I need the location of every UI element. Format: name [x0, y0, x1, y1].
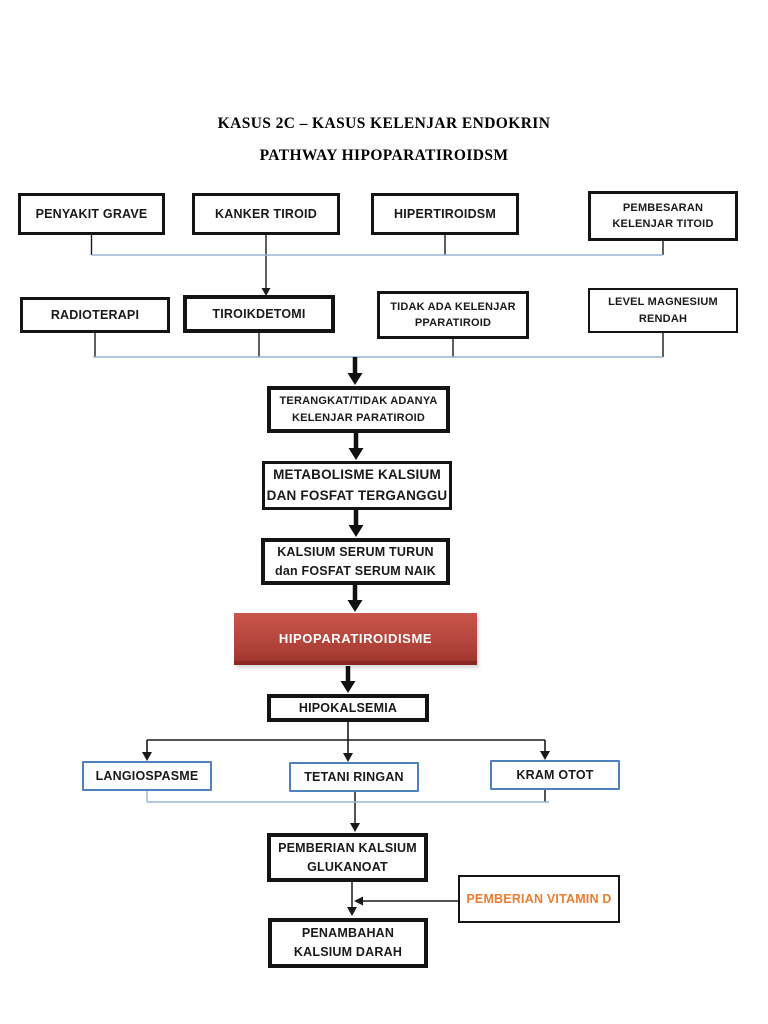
- node-label: TIDAK ADA KELENJAR: [390, 300, 516, 313]
- node-label: METABOLISME KALSIUM: [273, 467, 441, 483]
- node-level-magnesium-rendah: LEVEL MAGNESIUM RENDAH: [588, 288, 738, 333]
- node-label: HIPOKALSEMIA: [298, 700, 398, 715]
- node-tiroikdetomi: TIROIKDETOMI: [183, 295, 335, 333]
- node-kalsium-serum-turun: KALSIUM SERUM TURUN dan FOSFAT SERUM NAI…: [261, 538, 450, 585]
- node-label: LANGIOSPASME: [95, 768, 199, 783]
- node-label: HIPOPARATIROIDISME: [278, 631, 433, 647]
- node-pemberian-vitamin-d: PEMBERIAN VITAMIN D: [458, 875, 620, 923]
- node-terangkat-kelenjar-paratiroid: TERANGKAT/TIDAK ADANYA KELENJAR PARATIRO…: [267, 386, 450, 433]
- node-label: PENAMBAHAN: [301, 926, 395, 941]
- node-tidak-ada-kelenjar: TIDAK ADA KELENJAR PPARATIROID: [377, 291, 529, 339]
- node-pemberian-kalsium-glukanoat: PEMBERIAN KALSIUM GLUKANOAT: [267, 833, 428, 882]
- node-label: PEMBERIAN VITAMIN D: [466, 891, 612, 906]
- page-title: KASUS 2C – KASUS KELENJAR ENDOKRIN: [217, 115, 551, 132]
- node-kanker-tiroid: KANKER TIROID: [192, 193, 340, 235]
- node-pembesaran-kelenjar-titoid: PEMBESARAN KELENJAR TITOID: [588, 191, 738, 241]
- node-hipokalsemia: HIPOKALSEMIA: [267, 694, 429, 722]
- node-radioterapi: RADIOTERAPI: [20, 297, 170, 333]
- node-label: PENYAKIT GRAVE: [35, 206, 148, 221]
- node-label: PEMBESARAN: [622, 201, 704, 214]
- node-kram-otot: KRAM OTOT: [490, 760, 620, 790]
- node-label: TERANGKAT/TIDAK ADANYA: [279, 395, 438, 407]
- node-langiospasme: LANGIOSPASME: [82, 761, 212, 791]
- node-label: RADIOTERAPI: [50, 307, 140, 322]
- node-label: KELENJAR PARATIROID: [292, 411, 425, 424]
- node-label: KALSIUM SERUM TURUN: [277, 544, 434, 559]
- node-label: LEVEL MAGNESIUM: [608, 296, 718, 308]
- node-hipertiroidsm: HIPERTIROIDSM: [371, 193, 519, 235]
- node-label: PPARATIROID: [414, 317, 492, 329]
- node-label: RENDAH: [638, 312, 688, 325]
- node-label: dan FOSFAT SERUM NAIK: [275, 563, 436, 578]
- node-metabolisme-kalsium: METABOLISME KALSIUM DAN FOSFAT TERGANGGU: [262, 461, 452, 510]
- node-label: PEMBERIAN KALSIUM: [278, 840, 417, 855]
- node-hipoparatiroidisme: HIPOPARATIROIDISME: [234, 613, 477, 665]
- page-subtitle: PATHWAY HIPOPARATIROIDSM: [259, 147, 509, 164]
- node-penyakit-grave: PENYAKIT GRAVE: [18, 193, 165, 235]
- node-label: TETANI RINGAN: [304, 769, 404, 784]
- node-label: KALSIUM DARAH: [293, 945, 403, 959]
- node-label: KELENJAR TITOID: [612, 218, 714, 230]
- node-label: GLUKANOAT: [307, 859, 388, 874]
- node-label: KANKER TIROID: [215, 206, 317, 221]
- node-tetani-ringan: TETANI RINGAN: [289, 762, 419, 792]
- node-penambahan-kalsium-darah: PENAMBAHAN KALSIUM DARAH: [268, 918, 428, 968]
- node-label: HIPERTIROIDSM: [394, 206, 496, 221]
- node-label: TIROIKDETOMI: [212, 306, 306, 321]
- node-label: DAN FOSFAT TERGANGGU: [266, 487, 448, 503]
- node-label: KRAM OTOT: [516, 767, 594, 782]
